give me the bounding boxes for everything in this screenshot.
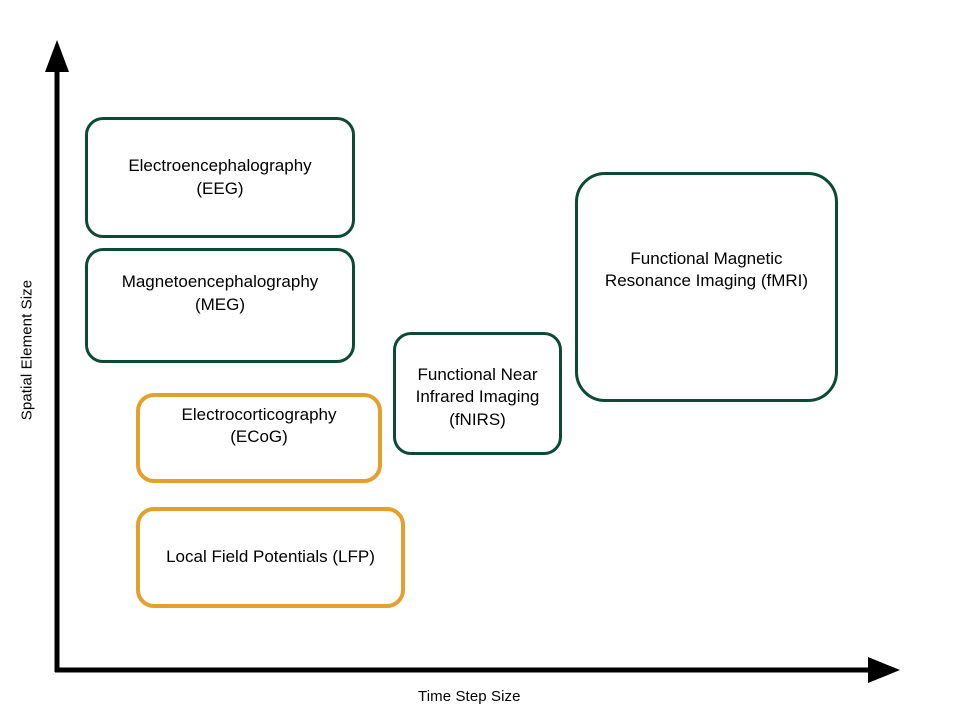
x-axis-label: Time Step Size bbox=[418, 688, 521, 705]
modality-box-fnirs[interactable]: Functional Near Infrared Imaging (fNIRS) bbox=[393, 332, 562, 455]
modality-label-ecog: Electrocorticography (ECoG) bbox=[181, 404, 337, 446]
modality-box-lfp[interactable]: Local Field Potentials (LFP) bbox=[136, 507, 405, 608]
modality-box-ecog[interactable]: Electrocorticography (ECoG) bbox=[136, 393, 382, 483]
modality-box-fmri[interactable]: Functional Magnetic Resonance Imaging (f… bbox=[575, 172, 838, 402]
modality-label-meg: Magnetoencephalography (MEG) bbox=[121, 272, 319, 314]
y-axis-arrowhead bbox=[45, 40, 69, 72]
modality-box-meg[interactable]: Magnetoencephalography (MEG) bbox=[85, 248, 355, 363]
y-axis-label: Spatial Element Size bbox=[18, 279, 36, 421]
modality-label-eeg: Electroencephalography (EEG) bbox=[128, 156, 312, 198]
modality-box-eeg[interactable]: Electroencephalography (EEG) bbox=[85, 117, 355, 238]
modality-label-lfp: Local Field Potentials (LFP) bbox=[166, 547, 375, 567]
x-axis-arrowhead bbox=[868, 657, 900, 683]
modality-label-fnirs: Functional Near Infrared Imaging (fNIRS) bbox=[415, 364, 540, 429]
modality-label-fmri: Functional Magnetic Resonance Imaging (f… bbox=[604, 248, 809, 290]
